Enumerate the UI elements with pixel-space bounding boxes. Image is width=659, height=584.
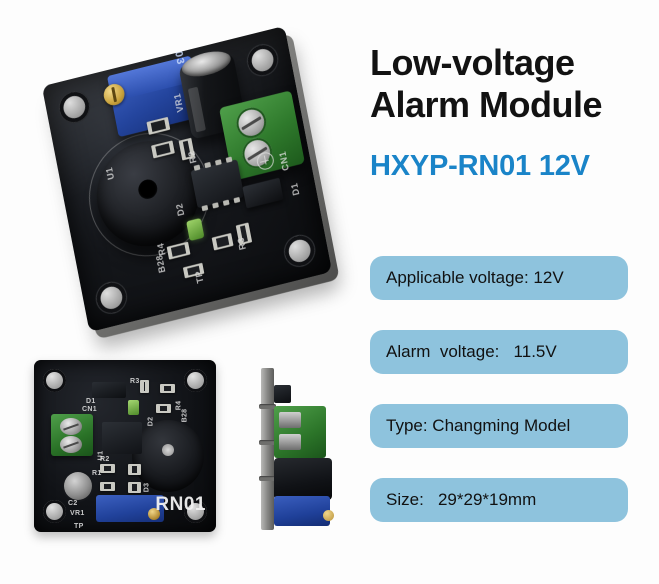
silk-r2: R2 (100, 456, 110, 463)
silk-d2: D2 (173, 202, 187, 217)
silk-tp: TP (74, 523, 84, 530)
pcb-main-board: 103 (41, 25, 340, 340)
model-number: HXYP-RN01 12V (370, 149, 590, 182)
secondary-board-topview: D1 CN1 R3 D2 R4 B28 U1 R2 R1 D3 C2 VR1 T… (34, 360, 216, 532)
silk-u1: U1 (103, 166, 116, 181)
ic-pins-bottom (200, 195, 248, 212)
silk-b28: B28 (181, 408, 189, 423)
mounting-hole (56, 88, 92, 126)
diode-d1 (92, 382, 126, 398)
terminal-screw (60, 436, 82, 453)
led-d2 (128, 400, 139, 415)
pcb-edge-profile (259, 368, 276, 530)
silk-tp: TP (193, 269, 206, 285)
mounting-hole (282, 232, 318, 270)
terminal-profile (274, 406, 326, 458)
buzzer-profile (274, 458, 332, 500)
silk-r2: R2 (186, 149, 199, 165)
mounting-hole (93, 279, 129, 317)
silk-r3: R3 (235, 236, 248, 252)
trimpot-profile (274, 496, 334, 526)
mounting-hole (184, 500, 207, 523)
capacitor-c2 (64, 472, 92, 500)
spec-alarm-voltage: Alarm voltage: 11.5V (370, 330, 628, 374)
silk-b28: B28 (154, 253, 168, 274)
mounting-hole (184, 369, 207, 392)
silk-c2: C2 (68, 500, 78, 507)
smd-resistor (140, 380, 149, 393)
mounting-hole (245, 41, 281, 79)
mounting-hole (43, 369, 66, 392)
ic-chip (190, 156, 245, 212)
spec-size: Size: 29*29*19mm (370, 478, 628, 522)
spec-applicable-voltage: Applicable voltage: 12V (370, 256, 628, 300)
mounting-hole (43, 500, 66, 523)
smd-resistor (211, 232, 234, 251)
title-line-1: Low-voltage (370, 42, 575, 83)
capacitor-polarity-stripe (187, 86, 206, 133)
silk-d1: D1 (86, 398, 96, 405)
text-column: Low-voltage Alarm Module HXYP-RN01 12V (370, 42, 632, 183)
title-line-2: Alarm Module (370, 83, 603, 125)
diode-profile (274, 385, 291, 403)
smd-resistor (128, 464, 141, 475)
silk-d1: D1 (289, 181, 302, 197)
terminal-screw (233, 104, 269, 142)
screw-terminal-block (51, 414, 93, 456)
page-title: Low-voltage Alarm Module (370, 42, 632, 126)
small-board-face: D1 CN1 R3 D2 R4 B28 U1 R2 R1 D3 C2 VR1 T… (34, 360, 216, 532)
main-product-image: 103 (22, 24, 352, 344)
terminal-screw (60, 418, 82, 435)
smd-resistor (156, 404, 171, 413)
smd-resistor (100, 482, 115, 491)
silk-d2: D2 (147, 416, 155, 427)
spec-type: Type: Changming Model (370, 404, 628, 448)
smd-resistor (100, 464, 115, 473)
smd-resistor (128, 482, 141, 493)
spec-list: Applicable voltage: 12V Alarm voltage: 1… (370, 256, 628, 522)
silk-cn1: CN1 (82, 406, 97, 413)
board-side-view (247, 368, 335, 530)
trimpot-potentiometer (96, 495, 164, 522)
buzzer-component (132, 420, 204, 492)
smd-resistor (160, 384, 175, 393)
ic-chip (102, 422, 142, 454)
diode-d1 (242, 177, 284, 209)
silk-vr1: VR1 (70, 510, 85, 517)
silk-d3: D3 (143, 482, 151, 493)
board-model-silk: RN01 (155, 494, 206, 515)
silk-r1: R1 (92, 470, 102, 477)
silk-r3: R3 (130, 378, 140, 385)
